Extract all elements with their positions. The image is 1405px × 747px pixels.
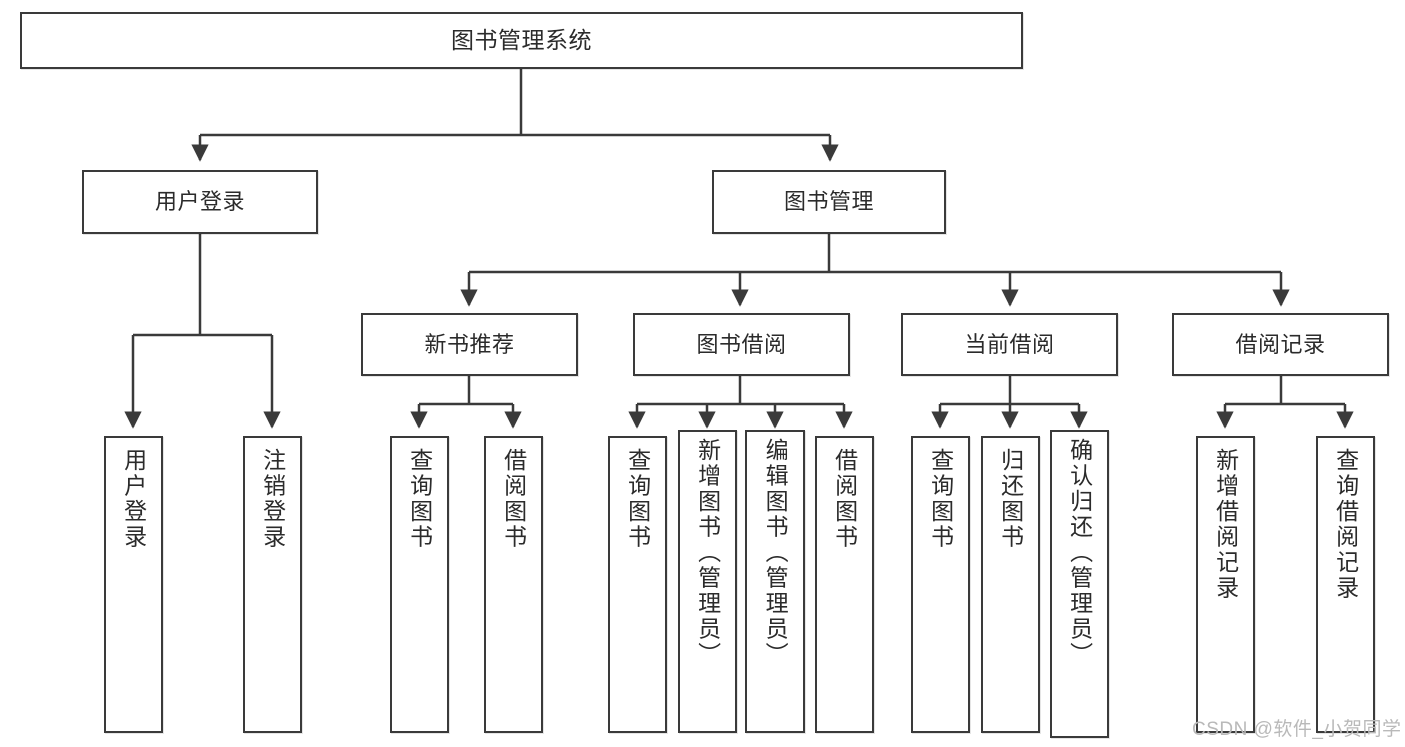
leaf-book-borrow-query[interactable]: 查询图书 xyxy=(608,436,667,733)
node-root-label: 图书管理系统 xyxy=(451,26,592,53)
node-book-borrow[interactable]: 图书借阅 xyxy=(633,313,850,376)
leaf-current-borrow-confirm-label: 确认归还（管理员） xyxy=(1066,438,1093,668)
leaf-user-login-logout-label: 注销登录 xyxy=(259,448,286,550)
node-borrow-record-label: 借阅记录 xyxy=(1235,331,1326,357)
leaf-user-login-login[interactable]: 用户登录 xyxy=(104,436,163,733)
leaf-book-borrow-query-label: 查询图书 xyxy=(624,448,651,550)
node-borrow-record[interactable]: 借阅记录 xyxy=(1172,313,1389,376)
leaf-borrow-record-add[interactable]: 新增借阅记录 xyxy=(1196,436,1255,733)
node-book-management[interactable]: 图书管理 xyxy=(712,170,946,234)
leaf-new-book-borrow[interactable]: 借阅图书 xyxy=(484,436,543,733)
node-current-borrow[interactable]: 当前借阅 xyxy=(901,313,1118,376)
node-book-management-label: 图书管理 xyxy=(783,189,874,215)
leaf-book-borrow-add-label: 新增图书（管理员） xyxy=(694,438,721,668)
leaf-current-borrow-query-label: 查询图书 xyxy=(927,448,954,550)
leaf-book-borrow-edit-label: 编辑图书（管理员） xyxy=(762,438,789,668)
leaf-user-login-login-label: 用户登录 xyxy=(120,448,147,550)
leaf-user-login-logout[interactable]: 注销登录 xyxy=(243,436,302,733)
node-user-login-label: 用户登录 xyxy=(154,189,245,215)
leaf-borrow-record-query[interactable]: 查询借阅记录 xyxy=(1316,436,1375,733)
leaf-borrow-record-add-label: 新增借阅记录 xyxy=(1212,448,1239,601)
leaf-current-borrow-return-label: 归还图书 xyxy=(997,448,1024,550)
leaf-current-borrow-return[interactable]: 归还图书 xyxy=(981,436,1040,733)
leaf-book-borrow-borrow-label: 借阅图书 xyxy=(831,448,858,550)
leaf-new-book-borrow-label: 借阅图书 xyxy=(500,448,527,550)
leaf-current-borrow-confirm[interactable]: 确认归还（管理员） xyxy=(1050,430,1109,738)
node-current-borrow-label: 当前借阅 xyxy=(964,331,1055,357)
node-book-borrow-label: 图书借阅 xyxy=(696,331,787,357)
node-user-login[interactable]: 用户登录 xyxy=(82,170,318,234)
node-root-system[interactable]: 图书管理系统 xyxy=(20,12,1023,69)
node-new-book-recommend[interactable]: 新书推荐 xyxy=(361,313,578,376)
csdn-watermark: CSDN @软件_小贺同学 xyxy=(1192,719,1402,740)
leaf-book-borrow-borrow[interactable]: 借阅图书 xyxy=(815,436,874,733)
leaf-current-borrow-query[interactable]: 查询图书 xyxy=(911,436,970,733)
leaf-borrow-record-query-label: 查询借阅记录 xyxy=(1332,448,1359,601)
leaf-new-book-query[interactable]: 查询图书 xyxy=(390,436,449,733)
leaf-book-borrow-edit[interactable]: 编辑图书（管理员） xyxy=(745,430,805,733)
node-new-book-recommend-label: 新书推荐 xyxy=(424,331,515,357)
leaf-new-book-query-label: 查询图书 xyxy=(406,448,433,550)
leaf-book-borrow-add[interactable]: 新增图书（管理员） xyxy=(678,430,737,733)
